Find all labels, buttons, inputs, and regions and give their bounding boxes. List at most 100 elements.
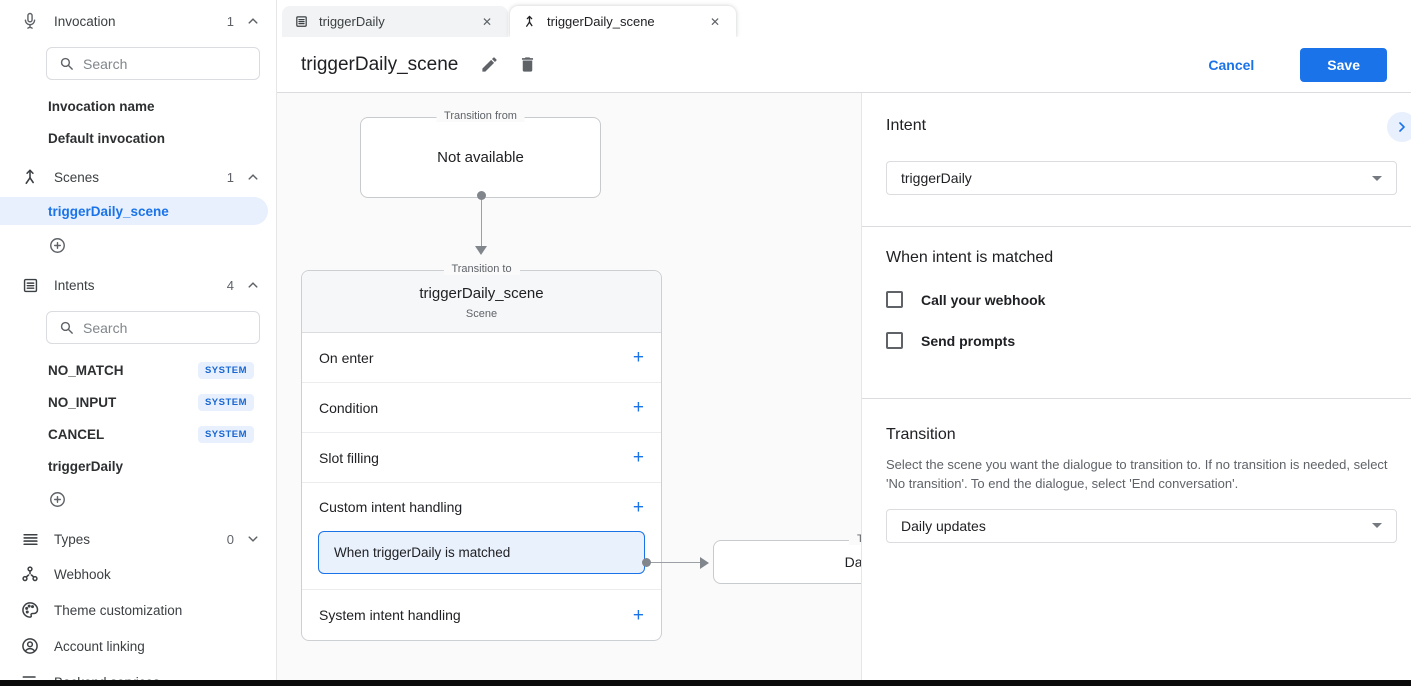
palette-icon [18, 598, 42, 622]
send-prompts-option[interactable]: Send prompts [886, 332, 1397, 349]
add-on-enter-button[interactable]: + [632, 347, 644, 368]
add-custom-intent-button[interactable]: + [632, 496, 644, 518]
item-label: NO_INPUT [48, 394, 117, 410]
delete-icon[interactable] [516, 54, 538, 76]
link-label: Account linking [54, 638, 145, 654]
scene-row-on-enter: On enter + [302, 333, 661, 383]
add-condition-button[interactable]: + [632, 397, 644, 418]
panel-collapse-button[interactable] [1387, 112, 1411, 142]
connector-dot [477, 191, 486, 200]
add-slot-filling-button[interactable]: + [632, 447, 644, 468]
add-intent-button[interactable] [0, 482, 276, 516]
bottom-edge-bar [0, 680, 1411, 686]
close-icon[interactable]: ✕ [481, 14, 492, 29]
row-label: Slot filling [319, 449, 379, 466]
plus-circle-icon [50, 237, 65, 253]
chevron-down-icon [248, 536, 258, 542]
sidebar-section-scenes[interactable]: Scenes 1 [0, 160, 276, 194]
link-label: Theme customization [54, 602, 183, 618]
account-icon [18, 634, 42, 658]
item-label: Invocation name [48, 98, 155, 114]
tab-triggerdaily[interactable]: triggerDaily ✕ [282, 6, 508, 37]
sidebar-item-account-linking[interactable]: Account linking [0, 628, 276, 664]
sidebar-section-invocation[interactable]: Invocation 1 [0, 4, 276, 38]
invocation-search [46, 47, 260, 80]
tab-label: triggerDaily [319, 14, 385, 29]
sidebar-item-webhook[interactable]: Webhook [0, 556, 276, 592]
section-label: Types [54, 531, 91, 547]
sidebar-section-intents[interactable]: Intents 4 [0, 268, 276, 302]
add-system-intent-button[interactable]: + [632, 604, 644, 626]
node-legend: Transition to [443, 263, 520, 275]
checkbox-label: Call your webhook [921, 291, 1046, 308]
main-area: triggerDaily ✕ triggerDaily_scene ✕ trig… [277, 0, 1411, 686]
intent-doc-icon [296, 16, 307, 27]
sidebar-item-cancel[interactable]: CANCEL SYSTEM [0, 418, 276, 450]
selected-scene-label: triggerDaily_scene [48, 203, 169, 219]
sidebar-item-no-input[interactable]: NO_INPUT SYSTEM [0, 386, 276, 418]
intents-search-input[interactable] [83, 319, 259, 336]
sidebar-item-no-match[interactable]: NO_MATCH SYSTEM [0, 354, 276, 386]
intents-search [46, 311, 260, 344]
chevron-up-icon [248, 174, 258, 180]
scene-node-type: Scene [465, 308, 498, 320]
page-title: triggerDaily_scene [301, 53, 459, 75]
edit-icon[interactable] [478, 54, 500, 76]
tab-triggerdaily-scene[interactable]: triggerDaily_scene ✕ [510, 6, 736, 37]
caret-down-icon [1372, 523, 1382, 529]
sidebar-item-default-invocation[interactable]: Default invocation [0, 122, 276, 154]
save-button[interactable]: Save [1300, 47, 1387, 82]
chevron-right-icon [1399, 122, 1405, 132]
intent-heading: Intent [886, 117, 927, 134]
cancel-button[interactable]: Cancel [1208, 56, 1255, 73]
call-webhook-option[interactable]: Call your webhook [886, 291, 1397, 308]
webhook-icon [18, 562, 42, 586]
checkbox-label: Send prompts [921, 332, 1016, 349]
scene-row-system-intent-handling: System intent handling + [302, 590, 661, 640]
scene-row-slot-filling: Slot filling + [302, 433, 661, 483]
scenes-icon [18, 165, 42, 189]
item-label: CANCEL [48, 426, 105, 442]
search-icon [60, 57, 73, 70]
row-label: On enter [319, 349, 374, 366]
divider [862, 226, 1411, 227]
call-webhook-checkbox[interactable] [886, 291, 903, 308]
link-label: Webhook [54, 566, 111, 582]
chevron-up-icon [248, 18, 258, 24]
sidebar-item-theme-customization[interactable]: Theme customization [0, 592, 276, 628]
scene-node-header[interactable]: triggerDaily_scene Scene [302, 271, 661, 333]
types-icon [18, 527, 42, 551]
item-label: NO_MATCH [48, 362, 124, 378]
scene-node-triggerdaily-scene: Transition to triggerDaily_scene Scene O… [301, 263, 662, 641]
arrowhead-right-icon [700, 556, 709, 569]
section-count: 1 [226, 169, 234, 185]
target-node-text: Daily updates [844, 554, 861, 570]
sidebar-item-triggerdaily[interactable]: triggerDaily [0, 450, 276, 482]
flow-canvas[interactable]: Transition from Not available Transition… [277, 93, 861, 686]
close-icon[interactable]: ✕ [709, 14, 720, 29]
system-badge: SYSTEM [197, 393, 254, 411]
sidebar-section-types[interactable]: Types 0 [0, 522, 276, 556]
item-label: triggerDaily [48, 458, 124, 474]
handler-when-triggerdaily-matched[interactable]: When triggerDaily is matched [318, 531, 645, 574]
send-prompts-checkbox[interactable] [886, 332, 903, 349]
add-scene-button[interactable] [0, 228, 276, 262]
sidebar-item-triggerdaily-scene[interactable]: triggerDaily_scene [0, 197, 268, 225]
chevron-up-icon [248, 282, 258, 288]
matched-heading: When intent is matched [886, 249, 1054, 266]
sidebar-item-invocation-name[interactable]: Invocation name [0, 90, 276, 122]
intent-config-panel: Intent triggerDaily When intent is match… [861, 93, 1411, 686]
transition-select[interactable]: Daily updates [886, 508, 1397, 543]
intent-select[interactable]: triggerDaily [886, 161, 1397, 195]
scene-row-condition: Condition + [302, 383, 661, 433]
plus-circle-icon [50, 491, 65, 507]
row-label: Condition [319, 399, 379, 416]
section-label: Scenes [54, 169, 100, 185]
transition-target-node[interactable]: Transition to Daily updates [713, 533, 861, 584]
scene-jump-icon [526, 15, 533, 27]
section-label: Invocation [54, 13, 116, 29]
transition-description: Select the scene you want the dialogue t… [886, 457, 1388, 491]
invocation-search-input[interactable] [83, 55, 259, 72]
arrowhead-down-icon [475, 246, 487, 255]
